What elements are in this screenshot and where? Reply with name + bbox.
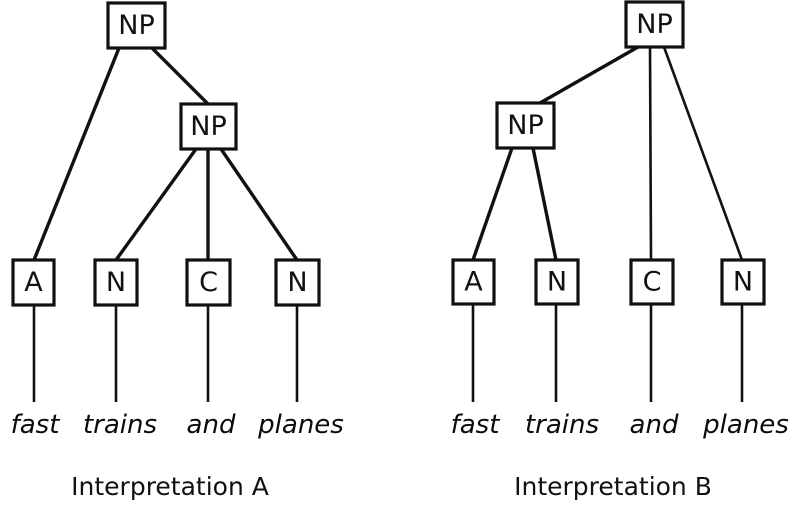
node-box-a-np2 bbox=[179, 102, 238, 151]
tree-edge-a-edge-np2-n1 bbox=[114, 148, 198, 261]
tree-node-b-leaf-n2[interactable]: N bbox=[720, 258, 766, 306]
tree-edge-b-edge-root-c bbox=[648, 46, 653, 261]
terminal-word-b-word-fast: fast bbox=[451, 410, 501, 440]
tree-edge-a-edge-np2-n2 bbox=[219, 148, 299, 261]
tree-node-a-leaf-a[interactable]: A bbox=[11, 258, 56, 307]
tree-node-b-root[interactable]: NP bbox=[624, 0, 685, 49]
node-label-b-leaf-c: C bbox=[643, 267, 662, 298]
node-box-a-root bbox=[106, 1, 167, 50]
terminal-word-a-word-and: and bbox=[187, 410, 236, 440]
node-box-b-leaf-a bbox=[451, 258, 496, 306]
node-label-a-np2: NP bbox=[190, 111, 226, 142]
node-label-a-root: NP bbox=[118, 10, 154, 41]
node-box-a-leaf-n2 bbox=[274, 258, 321, 307]
node-box-a-leaf-a bbox=[11, 258, 56, 307]
node-label-b-root: NP bbox=[636, 9, 672, 40]
terminal-word-a-word-fast: fast bbox=[11, 410, 61, 440]
tree-node-b-leaf-n1[interactable]: N bbox=[534, 258, 580, 306]
node-box-a-leaf-n1 bbox=[93, 258, 139, 307]
terminal-word-a-word-planes: planes bbox=[257, 410, 344, 440]
tree-node-b-leaf-c[interactable]: C bbox=[629, 258, 675, 306]
tree-node-a-np2[interactable]: NP bbox=[179, 102, 238, 151]
terminal-word-b-word-trains: trains bbox=[525, 410, 599, 440]
node-label-a-leaf-c: C bbox=[199, 267, 218, 298]
tree-node-a-root[interactable]: NP bbox=[106, 1, 167, 50]
tree-caption-interpretation-a: Interpretation A bbox=[71, 472, 269, 501]
tree-node-a-leaf-n1[interactable]: N bbox=[93, 258, 139, 307]
tree-edge-b-edge-np2-n1 bbox=[531, 147, 558, 261]
tree-edge-b-edge-np2-a bbox=[471, 147, 514, 261]
node-box-b-root bbox=[624, 0, 685, 49]
node-box-a-leaf-c bbox=[185, 258, 232, 307]
node-box-b-leaf-c bbox=[629, 258, 675, 306]
tree-edge-a-edge-root-np2 bbox=[150, 46, 210, 106]
tree-edge-b-edge-root-np2 bbox=[539, 45, 639, 105]
terminal-word-b-word-planes: planes bbox=[702, 410, 789, 440]
node-box-b-leaf-n2 bbox=[720, 258, 766, 306]
tree-edge-a-edge-root-a bbox=[32, 47, 121, 261]
tree-caption-interpretation-b: Interpretation B bbox=[514, 472, 712, 501]
node-box-b-leaf-n1 bbox=[534, 258, 580, 306]
terminal-word-b-word-and: and bbox=[630, 410, 679, 440]
tree-edge-b-edge-root-n2 bbox=[662, 46, 744, 261]
node-label-a-leaf-a: A bbox=[24, 267, 43, 298]
tree-node-a-leaf-c[interactable]: C bbox=[185, 258, 232, 307]
node-label-a-leaf-n2: N bbox=[287, 267, 307, 298]
node-label-a-leaf-n1: N bbox=[106, 267, 126, 298]
tree-node-a-leaf-n2[interactable]: N bbox=[274, 258, 321, 307]
node-label-b-np2: NP bbox=[507, 110, 543, 141]
node-label-b-leaf-n1: N bbox=[547, 267, 567, 298]
terminal-word-a-word-trains: trains bbox=[83, 410, 157, 440]
node-label-b-leaf-a: A bbox=[464, 267, 483, 298]
tree-node-b-leaf-a[interactable]: A bbox=[451, 258, 496, 306]
tree-node-b-np2[interactable]: NP bbox=[495, 101, 556, 150]
node-label-b-leaf-n2: N bbox=[733, 267, 753, 298]
node-box-b-np2 bbox=[495, 101, 556, 150]
